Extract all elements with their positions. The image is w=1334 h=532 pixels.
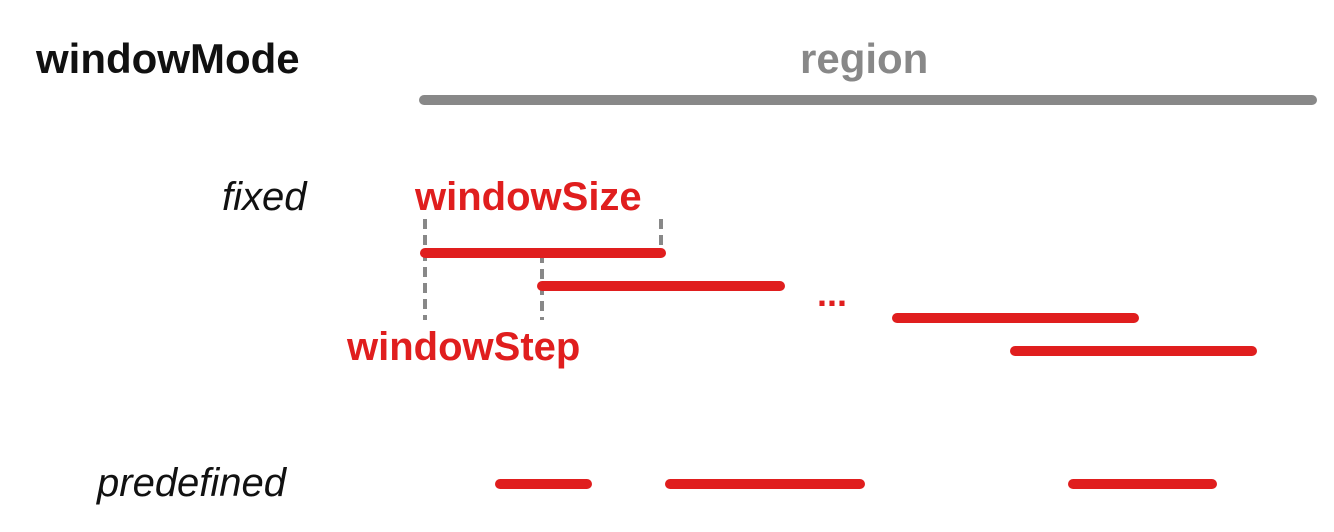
region-label: region [800, 35, 929, 82]
predefined-mode-label: predefined [97, 461, 287, 505]
fixed-mode-label: fixed [222, 175, 307, 219]
diagram-title: windowMode [36, 35, 300, 82]
window-step-label: windowStep [347, 325, 581, 369]
ellipsis-label: ... [817, 273, 848, 314]
window-size-label: windowSize [415, 175, 642, 219]
